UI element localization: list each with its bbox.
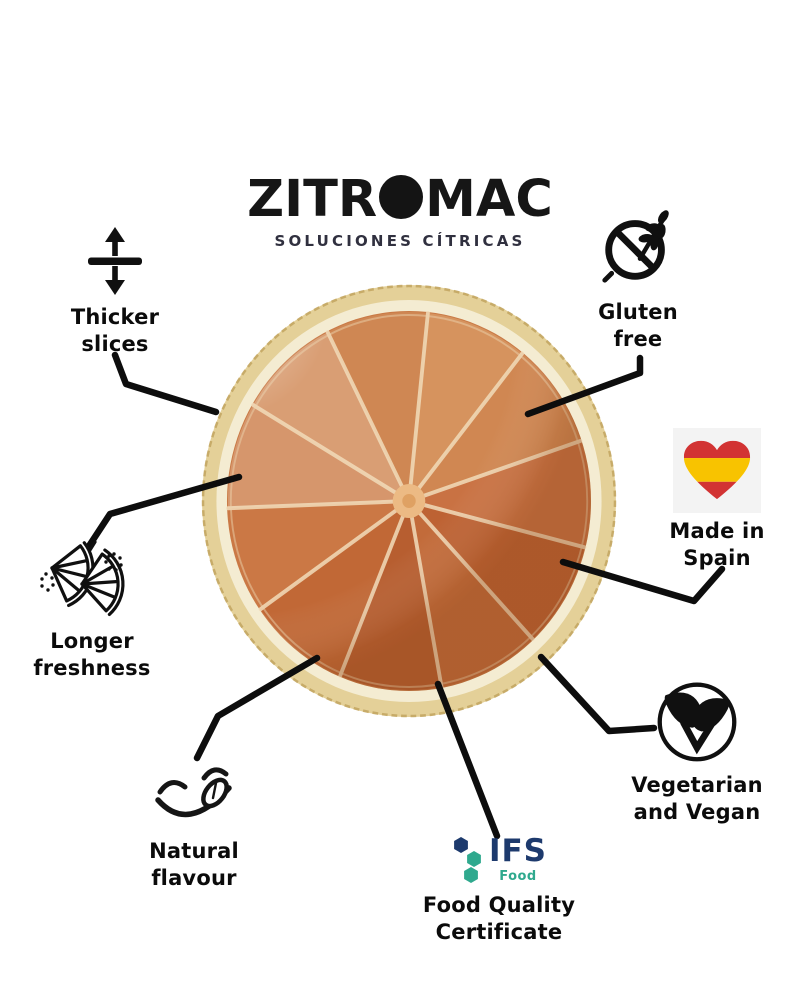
feature-made-in-spain: Made in Spain: [664, 428, 770, 573]
ifs-acronym: IFS: [488, 833, 548, 869]
vegan-leaves-icon: [654, 678, 740, 764]
thickness-arrows-icon: [83, 224, 147, 298]
brand-subtitle: SOLUCIONES CÍTRICAS: [274, 232, 526, 250]
feature-thicker-slices: Thicker slices: [55, 224, 175, 359]
feature-label-line: flavour: [151, 866, 237, 891]
feature-gluten-free: Gluten free: [578, 205, 698, 354]
gluten-free-icon: [597, 205, 679, 289]
yummy-face-icon: [152, 756, 236, 832]
spain-heart-flag-icon: [673, 428, 761, 513]
feature-label-line: Made in: [669, 519, 765, 543]
feature-label-line: Thicker: [70, 305, 160, 329]
feature-label-line: Food Quality: [422, 893, 576, 917]
feature-longer-freshness: Longer freshness: [30, 540, 154, 683]
ifs-word: Food: [499, 869, 537, 884]
feature-label-line: slices: [81, 332, 149, 357]
feature-label-line: free: [613, 327, 663, 352]
feature-label-line: Longer: [50, 629, 134, 653]
feature-label-line: Certificate: [435, 920, 563, 945]
brand-name-part2: MAC: [425, 170, 553, 229]
feature-label-line: Natural: [149, 839, 239, 863]
dried-grapefruit-slice-photo: [201, 284, 617, 718]
brand-name-part1: ZITR: [247, 170, 378, 229]
feature-label-line: Vegetarian: [631, 773, 763, 797]
citrus-wedges-icon: [40, 540, 144, 624]
feature-label-line: and Vegan: [633, 800, 761, 825]
feature-label-line: Spain: [683, 546, 751, 571]
filled-circle-o-icon: [379, 175, 424, 219]
feature-vegetarian-vegan: Vegetarian and Vegan: [628, 678, 766, 827]
feature-natural-flavour: Natural flavour: [142, 756, 246, 893]
feature-label-line: Gluten: [598, 300, 678, 324]
ifs-hexagons-icon: [454, 837, 481, 883]
ifs-food-logo: IFS Food: [451, 836, 547, 888]
feature-label-line: freshness: [33, 656, 151, 681]
feature-ifs-certificate: IFS Food Food Quality Certificate: [420, 836, 578, 947]
